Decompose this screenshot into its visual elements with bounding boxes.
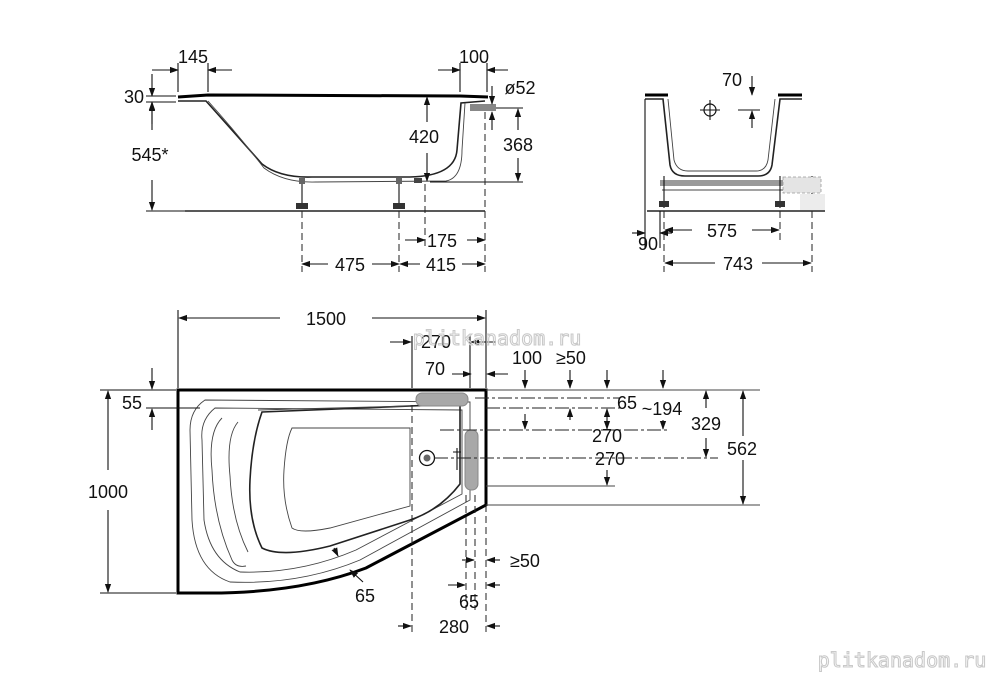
plan-drain bbox=[418, 449, 436, 467]
side-basin-outer bbox=[178, 100, 486, 178]
dim-plan-approx-offset: ~194 bbox=[642, 399, 683, 419]
dim-plan-drain-zone-offset: 70 bbox=[425, 359, 445, 379]
dim-leg-offset: 175 bbox=[427, 231, 457, 251]
dim-rim-left: 145 bbox=[178, 47, 208, 67]
end-overflow-symbol bbox=[700, 100, 720, 120]
plan-rim-contour-2 bbox=[201, 407, 463, 573]
dim-overflow-diameter: ø52 bbox=[504, 78, 535, 98]
dim-plan-bottom-65: 65 bbox=[459, 592, 479, 612]
dim-plan-clearance-bottom: ≥50 bbox=[510, 551, 540, 571]
plan-tap-zone-top bbox=[415, 392, 469, 407]
plan-rim-contour bbox=[189, 399, 471, 583]
dim-plan-drain-vertical: 270 bbox=[592, 426, 622, 446]
dim-end-leg-base: 90 bbox=[638, 234, 658, 254]
side-legs bbox=[296, 178, 422, 209]
dim-end-width-total: 743 bbox=[723, 254, 753, 274]
dim-end-top-offset: 70 bbox=[722, 70, 742, 90]
plan-view: 65 1500 270 70 100 ≥50 65 bbox=[88, 309, 760, 637]
side-rim bbox=[177, 93, 489, 99]
dim-plan-drain-zone-width: 270 bbox=[421, 332, 451, 352]
dim-drain-height: 368 bbox=[503, 135, 533, 155]
dim-plan-offset-562: 562 bbox=[727, 439, 757, 459]
dim-plan-clearance-top: ≥50 bbox=[556, 348, 586, 368]
dim-plan-rim-top: 55 bbox=[122, 393, 142, 413]
end-view: 70 90 575 743 bbox=[632, 70, 825, 274]
dim-plan-edge-offset: 100 bbox=[512, 348, 542, 368]
plan-tap-zone-side bbox=[464, 429, 479, 491]
overflow-pipe bbox=[470, 104, 496, 111]
plan-basin-floor bbox=[283, 427, 411, 532]
dim-rim-thickness: 30 bbox=[124, 87, 144, 107]
watermark-top: plitkanadom.ru bbox=[413, 326, 582, 350]
dim-leg-span-right: 415 bbox=[426, 255, 456, 275]
end-basin-inner bbox=[667, 98, 776, 172]
dim-plan-corner: 65 bbox=[355, 586, 375, 606]
dim-plan-edge-small: 65 bbox=[617, 393, 637, 413]
dim-end-leg-span: 575 bbox=[707, 221, 737, 241]
plan-basin bbox=[248, 403, 461, 554]
end-support-frame bbox=[660, 180, 790, 186]
dim-plan-width: 1000 bbox=[88, 482, 128, 502]
dim-rim-right: 100 bbox=[459, 47, 489, 67]
plan-outer-shell bbox=[176, 388, 488, 595]
dim-leg-span-left: 475 bbox=[335, 255, 365, 275]
dim-plan-length: 1500 bbox=[306, 309, 346, 329]
watermark-bottom: plitkanadom.ru bbox=[818, 648, 987, 672]
dim-plan-drain-horizontal: 270 bbox=[595, 449, 625, 469]
dim-depth-inner: 420 bbox=[409, 127, 439, 147]
plan-headrest-curve bbox=[210, 417, 247, 567]
dim-plan-bottom-280: 280 bbox=[439, 617, 469, 637]
dim-plan-offset-329: 329 bbox=[691, 414, 721, 434]
side-basin-inner bbox=[207, 100, 466, 183]
dim-height-total: 545* bbox=[131, 145, 168, 165]
end-basin-outer bbox=[645, 98, 802, 177]
side-view: 145 100 30 545* ø52 420 368 bbox=[124, 47, 536, 275]
